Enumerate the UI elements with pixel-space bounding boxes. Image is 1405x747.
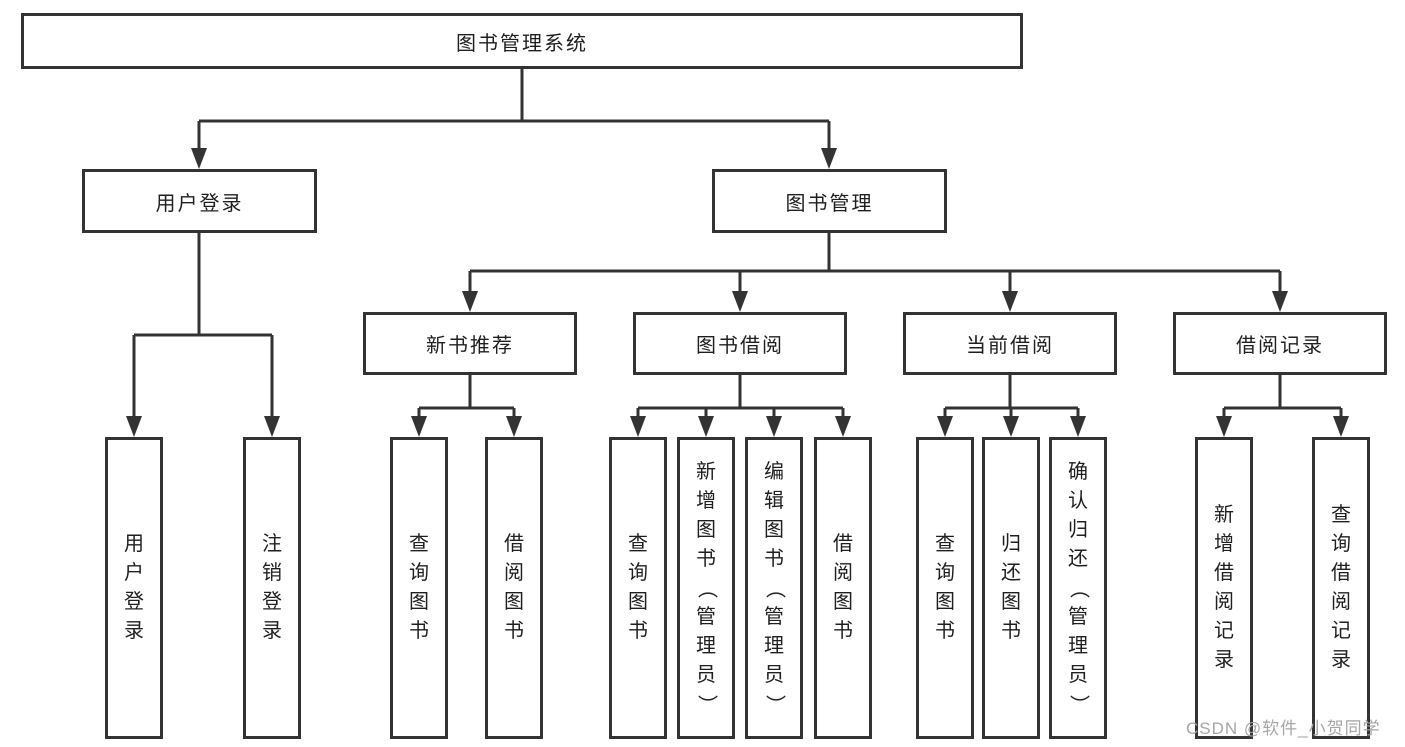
leaf-borrow-books-recommend: 借阅图书 <box>485 437 543 739</box>
arrow-icon <box>1333 416 1349 437</box>
node-user-login: 用户登录 <box>82 169 317 233</box>
arrow-icon <box>1002 291 1018 312</box>
leaf-add-books-admin: 新增图书（管理员） <box>677 437 735 739</box>
arrow-icon <box>462 291 478 312</box>
leaf-query-books-recommend: 查询图书 <box>390 437 448 739</box>
arrow-icon <box>698 416 714 437</box>
node-book-borrowing: 图书借阅 <box>633 312 847 375</box>
arrow-icon <box>766 416 782 437</box>
leaf-query-books-current: 查询图书 <box>916 437 974 739</box>
leaf-add-borrow-record: 新增借阅记录 <box>1195 437 1253 739</box>
node-book-management: 图书管理 <box>712 169 947 233</box>
node-new-book-recommendation: 新书推荐 <box>363 312 577 375</box>
arrow-icon <box>264 416 280 437</box>
tree-edges <box>132 69 1343 418</box>
leaf-query-books-borrowing: 查询图书 <box>609 437 667 739</box>
leaf-user-login: 用户登录 <box>105 437 163 739</box>
leaf-return-books: 归还图书 <box>982 437 1040 739</box>
leaf-query-borrow-record: 查询借阅记录 <box>1312 437 1370 739</box>
arrow-icon <box>191 148 207 169</box>
leaf-edit-books-admin: 编辑图书（管理员） <box>745 437 803 739</box>
node-current-borrowing: 当前借阅 <box>903 312 1117 375</box>
arrow-icon <box>835 416 851 437</box>
leaf-confirm-return-admin: 确认归还（管理员） <box>1049 437 1107 739</box>
leaf-logout: 注销登录 <box>243 437 301 739</box>
arrow-icon <box>630 416 646 437</box>
arrow-icon <box>1216 416 1232 437</box>
leaf-borrow-books: 借阅图书 <box>814 437 872 739</box>
arrow-icon <box>126 416 142 437</box>
arrow-icon <box>506 416 522 437</box>
node-library-management-system: 图书管理系统 <box>21 13 1023 69</box>
arrow-icon <box>411 416 427 437</box>
arrow-icon <box>1272 291 1288 312</box>
node-borrowing-records: 借阅记录 <box>1173 312 1387 375</box>
arrow-icon <box>732 291 748 312</box>
arrowheads <box>126 148 1349 437</box>
csdn-watermark: CSDN @软件_小贺同学 <box>1186 719 1381 738</box>
arrow-icon <box>821 148 837 169</box>
arrow-icon <box>937 416 953 437</box>
arrow-icon <box>1070 416 1086 437</box>
arrow-icon <box>1003 416 1019 437</box>
